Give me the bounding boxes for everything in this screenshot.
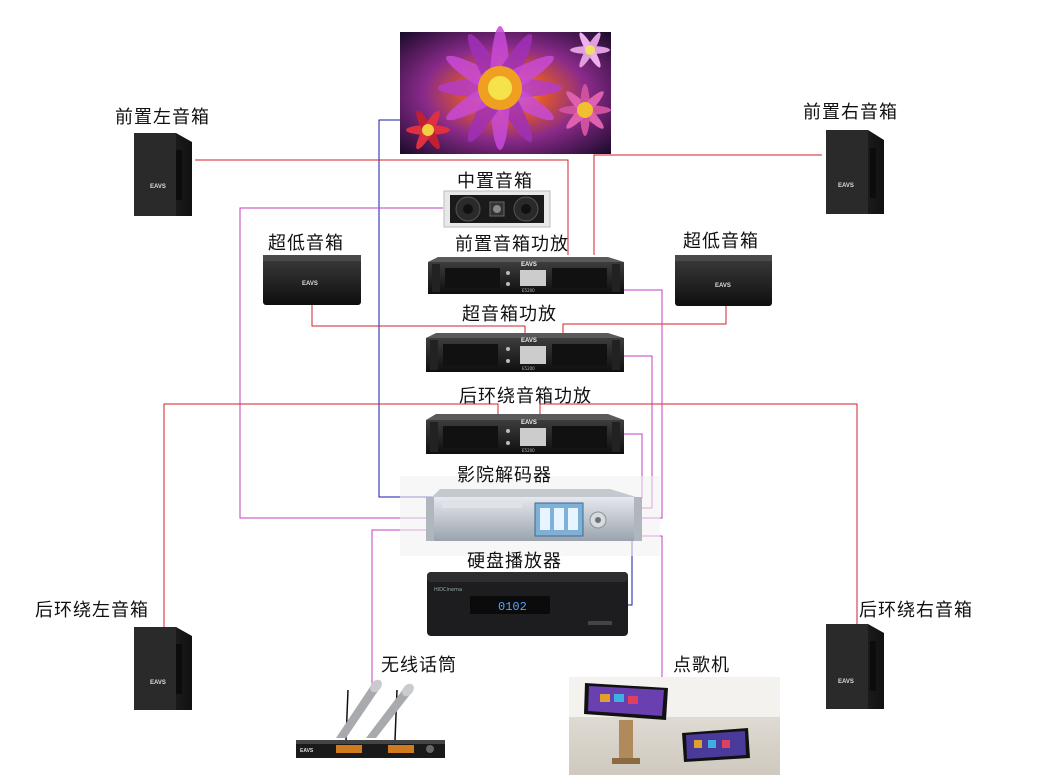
rear-right-wire	[539, 403, 858, 628]
rear-left-label: 后环绕左音箱	[35, 600, 149, 621]
sub-brand-logo: EAVS	[715, 283, 731, 289]
player-label: 硬盘播放器	[467, 551, 562, 572]
front-left-speaker: EAVS	[134, 133, 192, 216]
sub-left-label: 超低音箱	[268, 233, 344, 254]
sub-amp-label: 超音箱功放	[462, 304, 557, 325]
projection-screen	[400, 26, 611, 154]
rear-amplifier: EAVS E5200	[426, 414, 624, 454]
center-speaker	[443, 190, 551, 228]
sub-right-wire	[562, 305, 727, 336]
rear-left-speaker: EAVS	[134, 627, 192, 710]
amp-model: E5200	[522, 288, 535, 293]
front-right-speaker: EAVS	[826, 130, 884, 214]
flower-image	[406, 26, 611, 150]
sub-left-speaker: EAVS	[263, 255, 361, 305]
amp-model: E5200	[522, 366, 535, 371]
center-wire	[239, 207, 443, 519]
front-right-wire	[593, 154, 822, 255]
center-label: 中置音箱	[457, 171, 533, 192]
amp-brand-logo: EAVS	[521, 420, 537, 426]
player-brand: HiDCinema	[434, 587, 462, 593]
amp-model: E5200	[522, 448, 535, 453]
karaoke-wire	[636, 535, 663, 680]
amp-brand-logo: EAVS	[521, 262, 537, 268]
speaker-brand-logo: EAVS	[838, 679, 854, 685]
sub-right-speaker: EAVS	[675, 255, 772, 306]
karaoke-label: 点歌机	[673, 655, 730, 676]
front-amp-label: 前置音箱功放	[455, 234, 569, 255]
rear-right-label: 后环绕右音箱	[859, 600, 973, 621]
sub-brand-logo: EAVS	[302, 281, 318, 287]
sub-amplifier: EAVS E5200	[426, 333, 624, 372]
front-left-wire	[195, 159, 569, 255]
player-display: 0102	[498, 600, 527, 614]
decoder-label: 影院解码器	[457, 465, 552, 486]
sub-left-wire	[311, 305, 526, 336]
mic-brand-logo: EAVS	[300, 748, 314, 754]
front-right-label: 前置右音箱	[803, 102, 898, 123]
speaker-brand-logo: EAVS	[838, 183, 854, 189]
mic-label: 无线话筒	[381, 655, 457, 676]
amp-brand-logo: EAVS	[521, 338, 537, 344]
speaker-brand-logo: EAVS	[150, 680, 166, 686]
rear-right-speaker: EAVS	[826, 624, 884, 709]
hdd-player: 0102 HiDCinema	[427, 572, 628, 636]
speaker-brand-logo: EAVS	[150, 184, 166, 190]
front-amplifier: EAVS E5200	[428, 257, 624, 294]
sub-right-label: 超低音箱	[683, 231, 759, 252]
rear-amp-label: 后环绕音箱功放	[459, 386, 592, 407]
cinema-decoder	[400, 476, 660, 556]
wireless-mic: EAVS	[296, 679, 445, 758]
karaoke-machine	[569, 677, 780, 775]
rear-left-wire	[163, 403, 499, 628]
front-left-label: 前置左音箱	[115, 107, 210, 128]
